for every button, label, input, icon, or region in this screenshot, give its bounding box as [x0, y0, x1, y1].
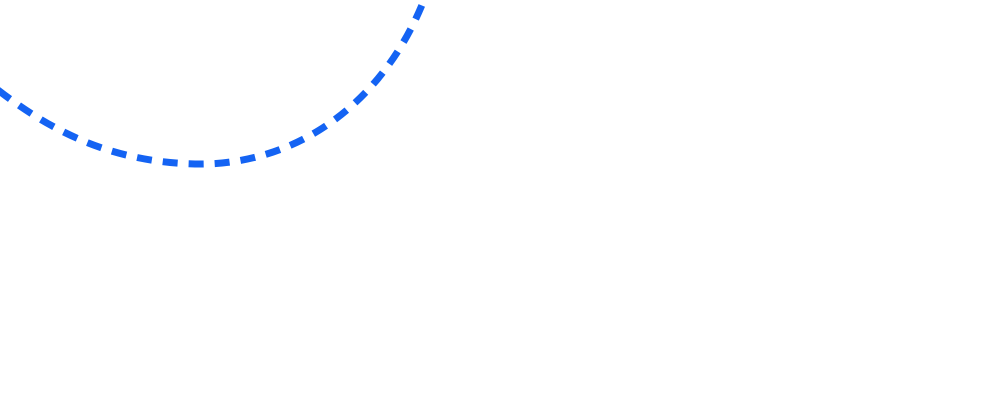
dashed-arc — [0, 0, 428, 168]
